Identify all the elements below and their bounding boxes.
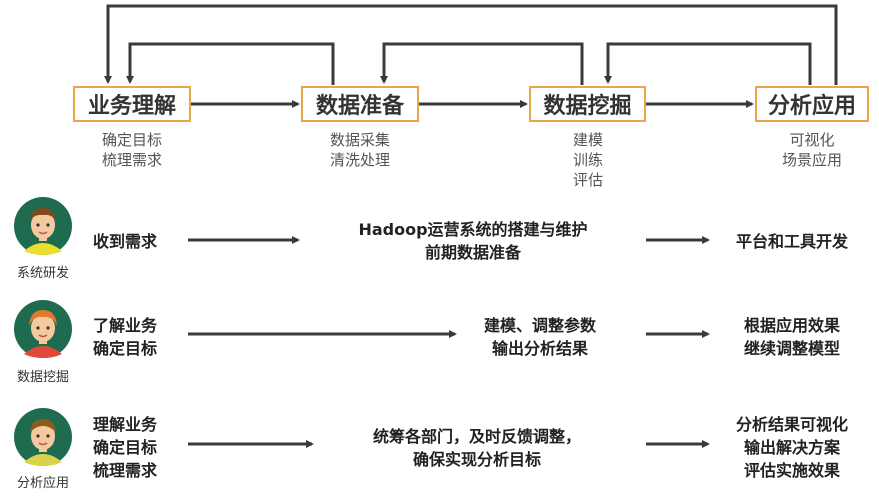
step-sub-business-understanding: 确定目标 梳理需求 bbox=[101, 131, 162, 169]
loop-apply-to-understand bbox=[104, 4, 838, 85]
r1-c1: 收到需求 bbox=[93, 232, 158, 251]
r1-c3: 平台和工具开发 bbox=[735, 232, 848, 251]
role-name-analyst: 分析应用 bbox=[16, 476, 69, 491]
step-sub-data-preparation: 数据采集 清洗处理 bbox=[329, 131, 390, 169]
r3-c1: 理解业务 确定目标 梳理需求 bbox=[93, 415, 158, 480]
step-label: 分析应用 bbox=[767, 94, 856, 119]
step-label: 数据准备 bbox=[315, 94, 404, 119]
loop-prepare-to-understand bbox=[126, 42, 335, 85]
r3-c2: 统筹各部门，及时反馈调整， 确保实现分析目标 bbox=[372, 427, 581, 469]
step-label: 业务理解 bbox=[87, 94, 176, 119]
role-name-developer: 系统研发 bbox=[16, 266, 69, 281]
data-miner-avatar-icon bbox=[14, 300, 72, 358]
r2-c2: 建模、调整参数 输出分析结果 bbox=[483, 316, 596, 358]
step-box-data-preparation: 数据准备 bbox=[301, 86, 419, 122]
loop-apply-to-mining bbox=[604, 42, 812, 85]
step-box-data-mining: 数据挖掘 bbox=[529, 86, 646, 122]
role-name-data-miner: 数据挖掘 bbox=[16, 370, 69, 385]
loop-mining-to-prepare bbox=[380, 42, 584, 85]
step-sub-data-mining: 建模 训练 评估 bbox=[572, 131, 603, 189]
r2-c1: 了解业务 确定目标 bbox=[93, 316, 158, 358]
r3-c3: 分析结果可视化 输出解决方案 评估实施效果 bbox=[735, 415, 848, 480]
step-box-business-understanding: 业务理解 bbox=[73, 86, 191, 122]
step-sub-analysis-application: 可视化 场景应用 bbox=[781, 131, 842, 169]
analyst-avatar-icon bbox=[14, 408, 72, 466]
r2-c3: 根据应用效果 继续调整模型 bbox=[743, 316, 840, 358]
developer-avatar-icon bbox=[14, 197, 72, 255]
step-label: 数据挖掘 bbox=[543, 94, 632, 119]
step-box-analysis-application: 分析应用 bbox=[755, 86, 869, 122]
r1-c2: Hadoop运营系统的搭建与维护 前期数据准备 bbox=[358, 220, 588, 262]
